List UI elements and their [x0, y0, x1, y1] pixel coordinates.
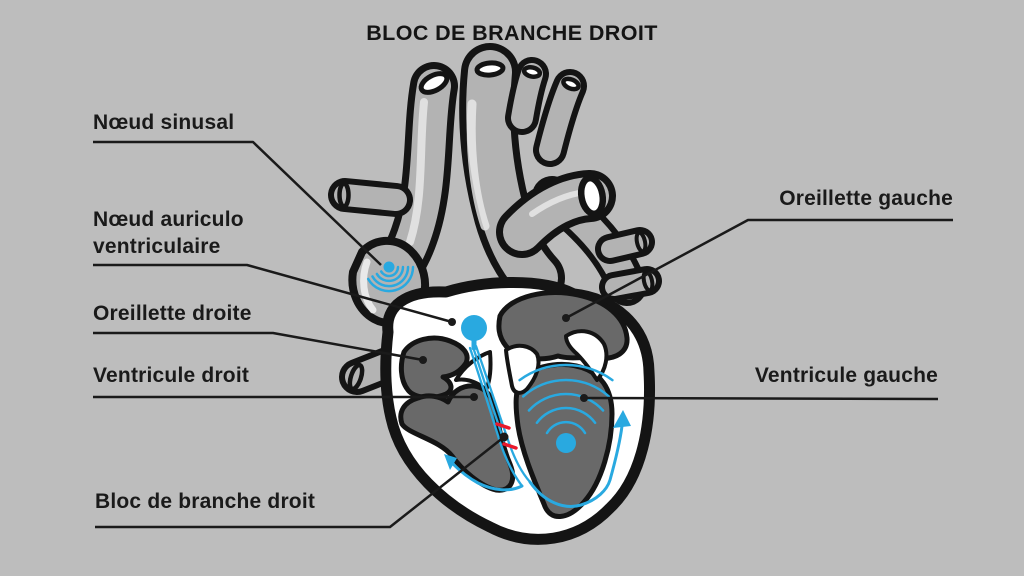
label-oreillette-droite: Oreillette droite	[93, 302, 252, 325]
label-ventricule-droit: Ventricule droit	[93, 364, 250, 387]
diagram-title: BLOC DE BRANCHE DROIT	[366, 21, 658, 45]
conduction-arrow-left	[444, 454, 457, 470]
leader-lines	[93, 140, 953, 529]
label-noeud-sinusal: Nœud sinusal	[93, 111, 235, 134]
ventricular-focus-dot	[556, 433, 576, 453]
sinus-node-icon	[366, 261, 415, 293]
block-marker	[495, 422, 518, 450]
chamber-right-atrium	[398, 335, 470, 400]
conduction-system	[366, 261, 631, 508]
activation-ripples	[518, 363, 614, 435]
label-noeud-auriculo-line2: ventriculaire	[93, 235, 221, 258]
leader-ventricule-gauche	[583, 396, 939, 401]
conduction-arrow-right	[613, 410, 631, 428]
block-dot	[499, 432, 509, 442]
leader-noeud-sinusal	[93, 140, 382, 266]
label-ventricule-gauche: Ventricule gauche	[754, 364, 938, 387]
av-node-icon	[461, 315, 487, 341]
leader-oreillette-droite	[93, 331, 424, 362]
label-bloc-de-branche-droit: Bloc de branche droit	[95, 490, 316, 513]
label-noeud-auriculo-line1: Nœud auriculo	[93, 208, 244, 231]
label-oreillette-gauche: Oreillette gauche	[779, 187, 953, 210]
leader-endpoint-dots	[419, 314, 588, 442]
leader-noeud-auriculo	[93, 263, 453, 324]
great-vessels	[328, 43, 662, 395]
leader-oreillette-gauche	[565, 218, 953, 320]
label-noeud-auriculo-ventriculaire: Nœud auriculo ventriculaire	[93, 206, 244, 260]
bundle-branch-lines	[451, 337, 624, 508]
sinus-node-pulse-arcs	[366, 265, 415, 293]
leader-bloc-branche-droit	[95, 436, 505, 529]
